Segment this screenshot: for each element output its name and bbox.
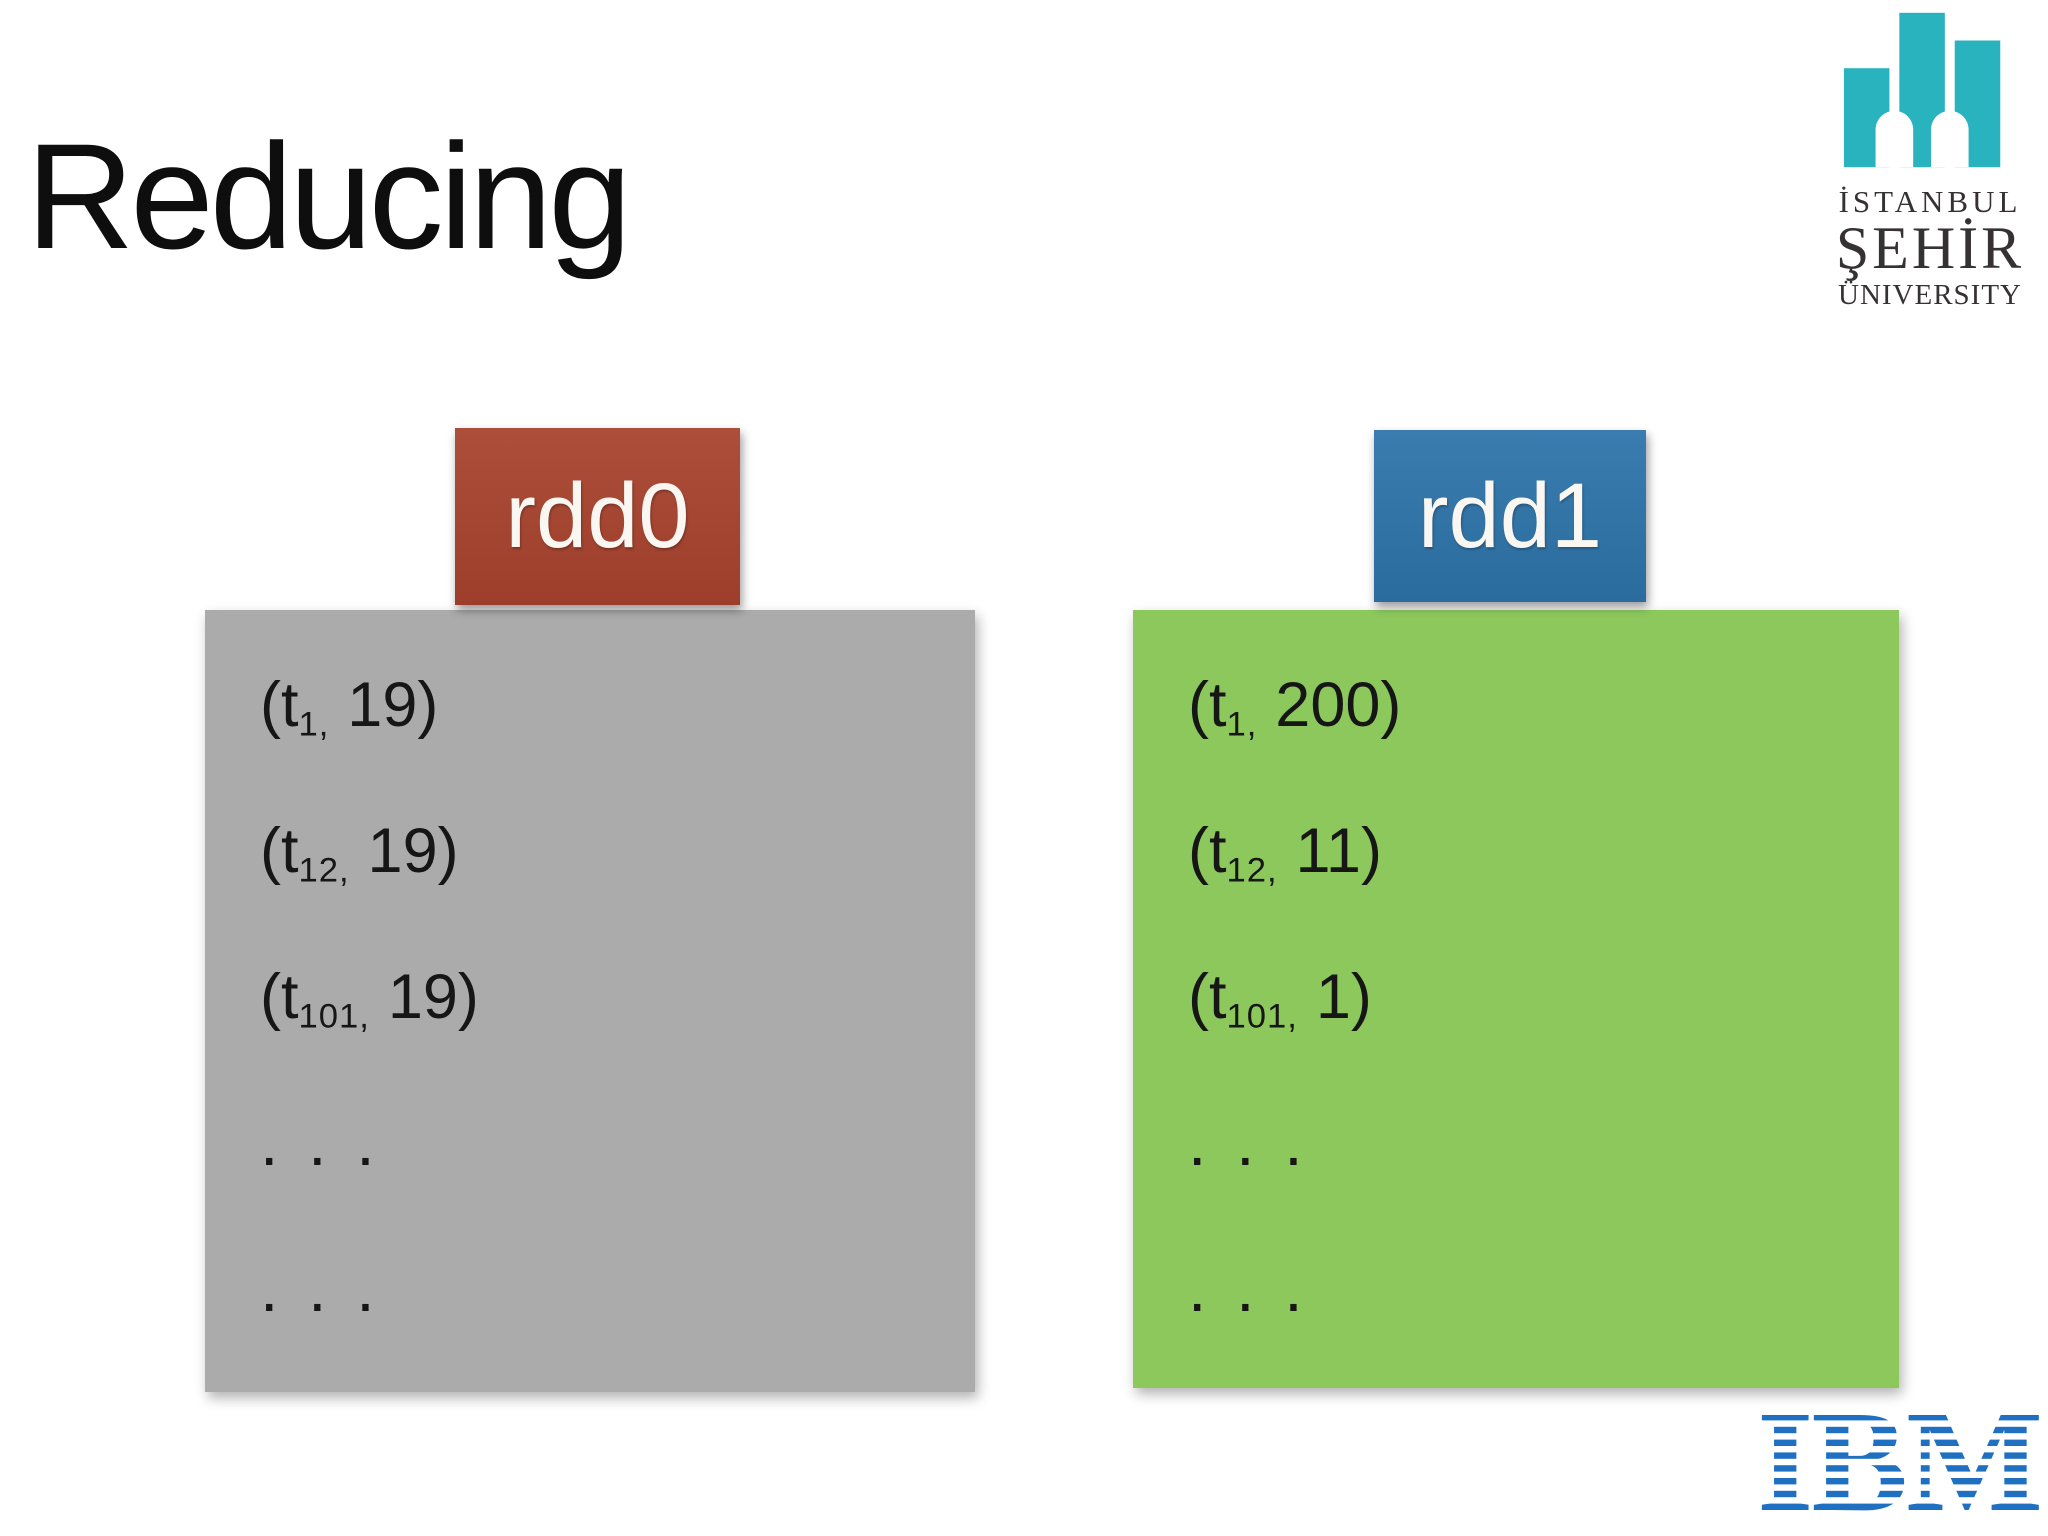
page-title: Reducing (26, 112, 632, 280)
rdd-entry: (t12, 11) (1188, 778, 1899, 924)
tuple-value: 200 (1275, 670, 1381, 740)
university-logo: İSTANBUL ŞEHİR ÜNIVERSITY (1812, 8, 2048, 310)
tuple-open-paren: ( (260, 670, 281, 740)
tuple-text: (t101, 19) (260, 962, 479, 1034)
tuple-close-paren: ) (437, 816, 459, 886)
tuple-key-base: t (280, 962, 299, 1032)
tuple-comma: , (318, 705, 329, 744)
tuple-value: 19 (387, 962, 458, 1032)
ellipsis-text: ... (260, 1106, 405, 1180)
university-name-line1: İSTANBUL (1838, 184, 2022, 219)
tuple-comma: , (1267, 851, 1277, 890)
rdd-entry: ... (1188, 1070, 1899, 1216)
rdd0-panel: (t1,19) (t12,19) (t101,19) ... ... (205, 610, 975, 1392)
rdd-entry: (t12, 19) (260, 778, 975, 924)
tuple-key-subscript: 12 (1226, 851, 1268, 890)
tuple-key-subscript: 101 (1226, 997, 1288, 1036)
tuple-value: 19 (347, 670, 418, 740)
tuple-open-paren: ( (1188, 962, 1209, 1032)
university-name-line3: ÜNIVERSITY (1838, 279, 2022, 311)
rdd0-label: rdd0 (455, 428, 740, 605)
tuple-key-base: t (1208, 962, 1227, 1032)
tuple-text: (t1, 200) (1188, 670, 1402, 742)
ibm-logo: IBM (1760, 1400, 2044, 1520)
tuple-close-paren: ) (1360, 816, 1382, 886)
tuple-key-subscript: 1 (298, 705, 319, 744)
tuple-key-base: t (280, 670, 299, 740)
rdd-entry: (t101, 1) (1188, 924, 1899, 1070)
tuple-close-paren: ) (1350, 962, 1372, 1032)
tuple-key-base: t (280, 816, 299, 886)
tuple-key-base: t (1208, 670, 1227, 740)
tuple-comma: , (1287, 997, 1297, 1036)
university-mark-icon (1843, 12, 2001, 168)
tuple-close-paren: ) (417, 670, 439, 740)
rdd-entry: ... (260, 1070, 975, 1216)
tuple-comma: , (339, 851, 349, 890)
tuple-text: (t12, 11) (1188, 816, 1382, 888)
rdd1-label: rdd1 (1374, 430, 1646, 602)
tuple-key-subscript: 1 (1226, 705, 1247, 744)
rdd-entry: (t1, 19) (260, 632, 975, 778)
rdd-entry: ... (260, 1216, 975, 1362)
tuple-value: 11 (1295, 816, 1361, 886)
tuple-key-subscript: 12 (298, 851, 340, 890)
ellipsis-text: ... (260, 1252, 405, 1326)
rdd-entry: ... (1188, 1216, 1899, 1362)
rdd1-panel: (t1,200) (t12,11) (t101,1) ... ... (1133, 610, 1899, 1388)
tuple-comma: , (1246, 705, 1257, 744)
tuple-value: 19 (367, 816, 438, 886)
tuple-text: (t101, 1) (1188, 962, 1372, 1034)
tuple-close-paren: ) (457, 962, 479, 1032)
ellipsis-text: ... (1188, 1106, 1333, 1180)
tuple-comma: , (359, 997, 369, 1036)
university-name-line2: ŞEHİR (1835, 215, 2025, 281)
tuple-key-base: t (1208, 816, 1227, 886)
tuple-value: 1 (1315, 962, 1351, 1032)
tuple-open-paren: ( (260, 962, 281, 1032)
rdd-entry: (t1, 200) (1188, 632, 1899, 778)
tuple-open-paren: ( (1188, 816, 1209, 886)
tuple-text: (t12, 19) (260, 816, 459, 888)
rdd-entry: (t101, 19) (260, 924, 975, 1070)
tuple-close-paren: ) (1380, 670, 1402, 740)
tuple-open-paren: ( (260, 816, 281, 886)
tuple-open-paren: ( (1188, 670, 1209, 740)
tuple-key-subscript: 101 (298, 997, 360, 1036)
tuple-text: (t1, 19) (260, 670, 439, 742)
ibm-logo-stripes (1760, 1420, 2044, 1504)
ellipsis-text: ... (1188, 1252, 1333, 1326)
